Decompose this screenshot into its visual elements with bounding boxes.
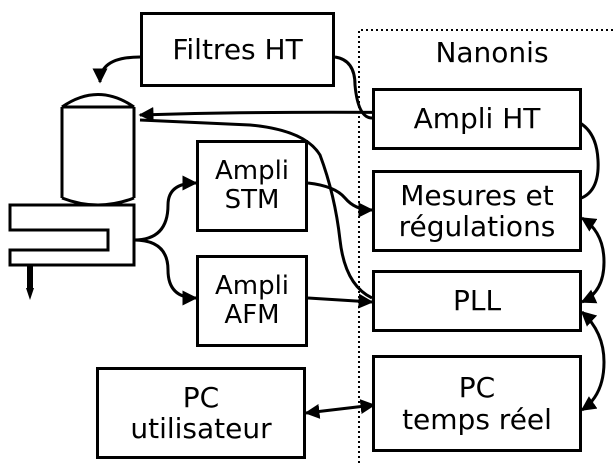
ampli-afm-line2: AFM: [224, 300, 280, 330]
pc-temps-reel-box: PC temps réel: [372, 355, 582, 452]
ampli-stm-box: Ampli STM: [196, 140, 308, 232]
pc-temps-reel-line2: temps réel: [402, 402, 552, 436]
ampli-afm-line1: Ampli: [214, 270, 290, 301]
ampli-stm-line1: Ampli: [214, 155, 290, 186]
wire-pcutil-pctempsreel: [304, 399, 376, 419]
wire-stm-to-mesures: [307, 181, 374, 218]
wire-cantilever-to-stm: [133, 175, 198, 242]
wire-filtres-to-amplihts: [334, 55, 373, 120]
wire-afm-to-pll: [307, 293, 374, 309]
mesures-regulations-box: Mesures et régulations: [372, 170, 582, 252]
wire-pll-to-head: [139, 118, 373, 300]
wire-filtres-to-head: [92, 55, 141, 84]
wire-cantilever-to-afm: [133, 238, 198, 306]
pc-utilisateur-line2: utilisateur: [130, 412, 272, 445]
mesures-line1: Mesures et: [400, 178, 554, 212]
ampli-afm-box: Ampli AFM: [196, 255, 308, 347]
pc-utilisateur-line1: PC: [182, 380, 220, 414]
mesures-line2: régulations: [398, 210, 556, 243]
pc-temps-reel-line1: PC: [458, 371, 496, 405]
pll-box: PLL: [372, 270, 582, 332]
ampli-stm-line2: STM: [224, 185, 280, 215]
tip-icon: [26, 265, 34, 300]
wire-pll-pctempsreel: [580, 310, 606, 412]
cantilever-icon: [8, 203, 136, 267]
nanonis-region-label: Nanonis: [435, 36, 549, 69]
pc-utilisateur-box: PC utilisateur: [96, 367, 306, 459]
filtres-ht-label: Filtres HT: [172, 32, 303, 66]
pll-label: PLL: [452, 284, 502, 318]
ampli-ht-box: Ampli HT: [372, 88, 582, 150]
microscope-head-icon: [60, 93, 136, 207]
filtres-ht-box: Filtres HT: [140, 12, 335, 87]
wire-mesures-pll: [580, 216, 606, 304]
ampli-ht-label: Ampli HT: [413, 102, 541, 136]
